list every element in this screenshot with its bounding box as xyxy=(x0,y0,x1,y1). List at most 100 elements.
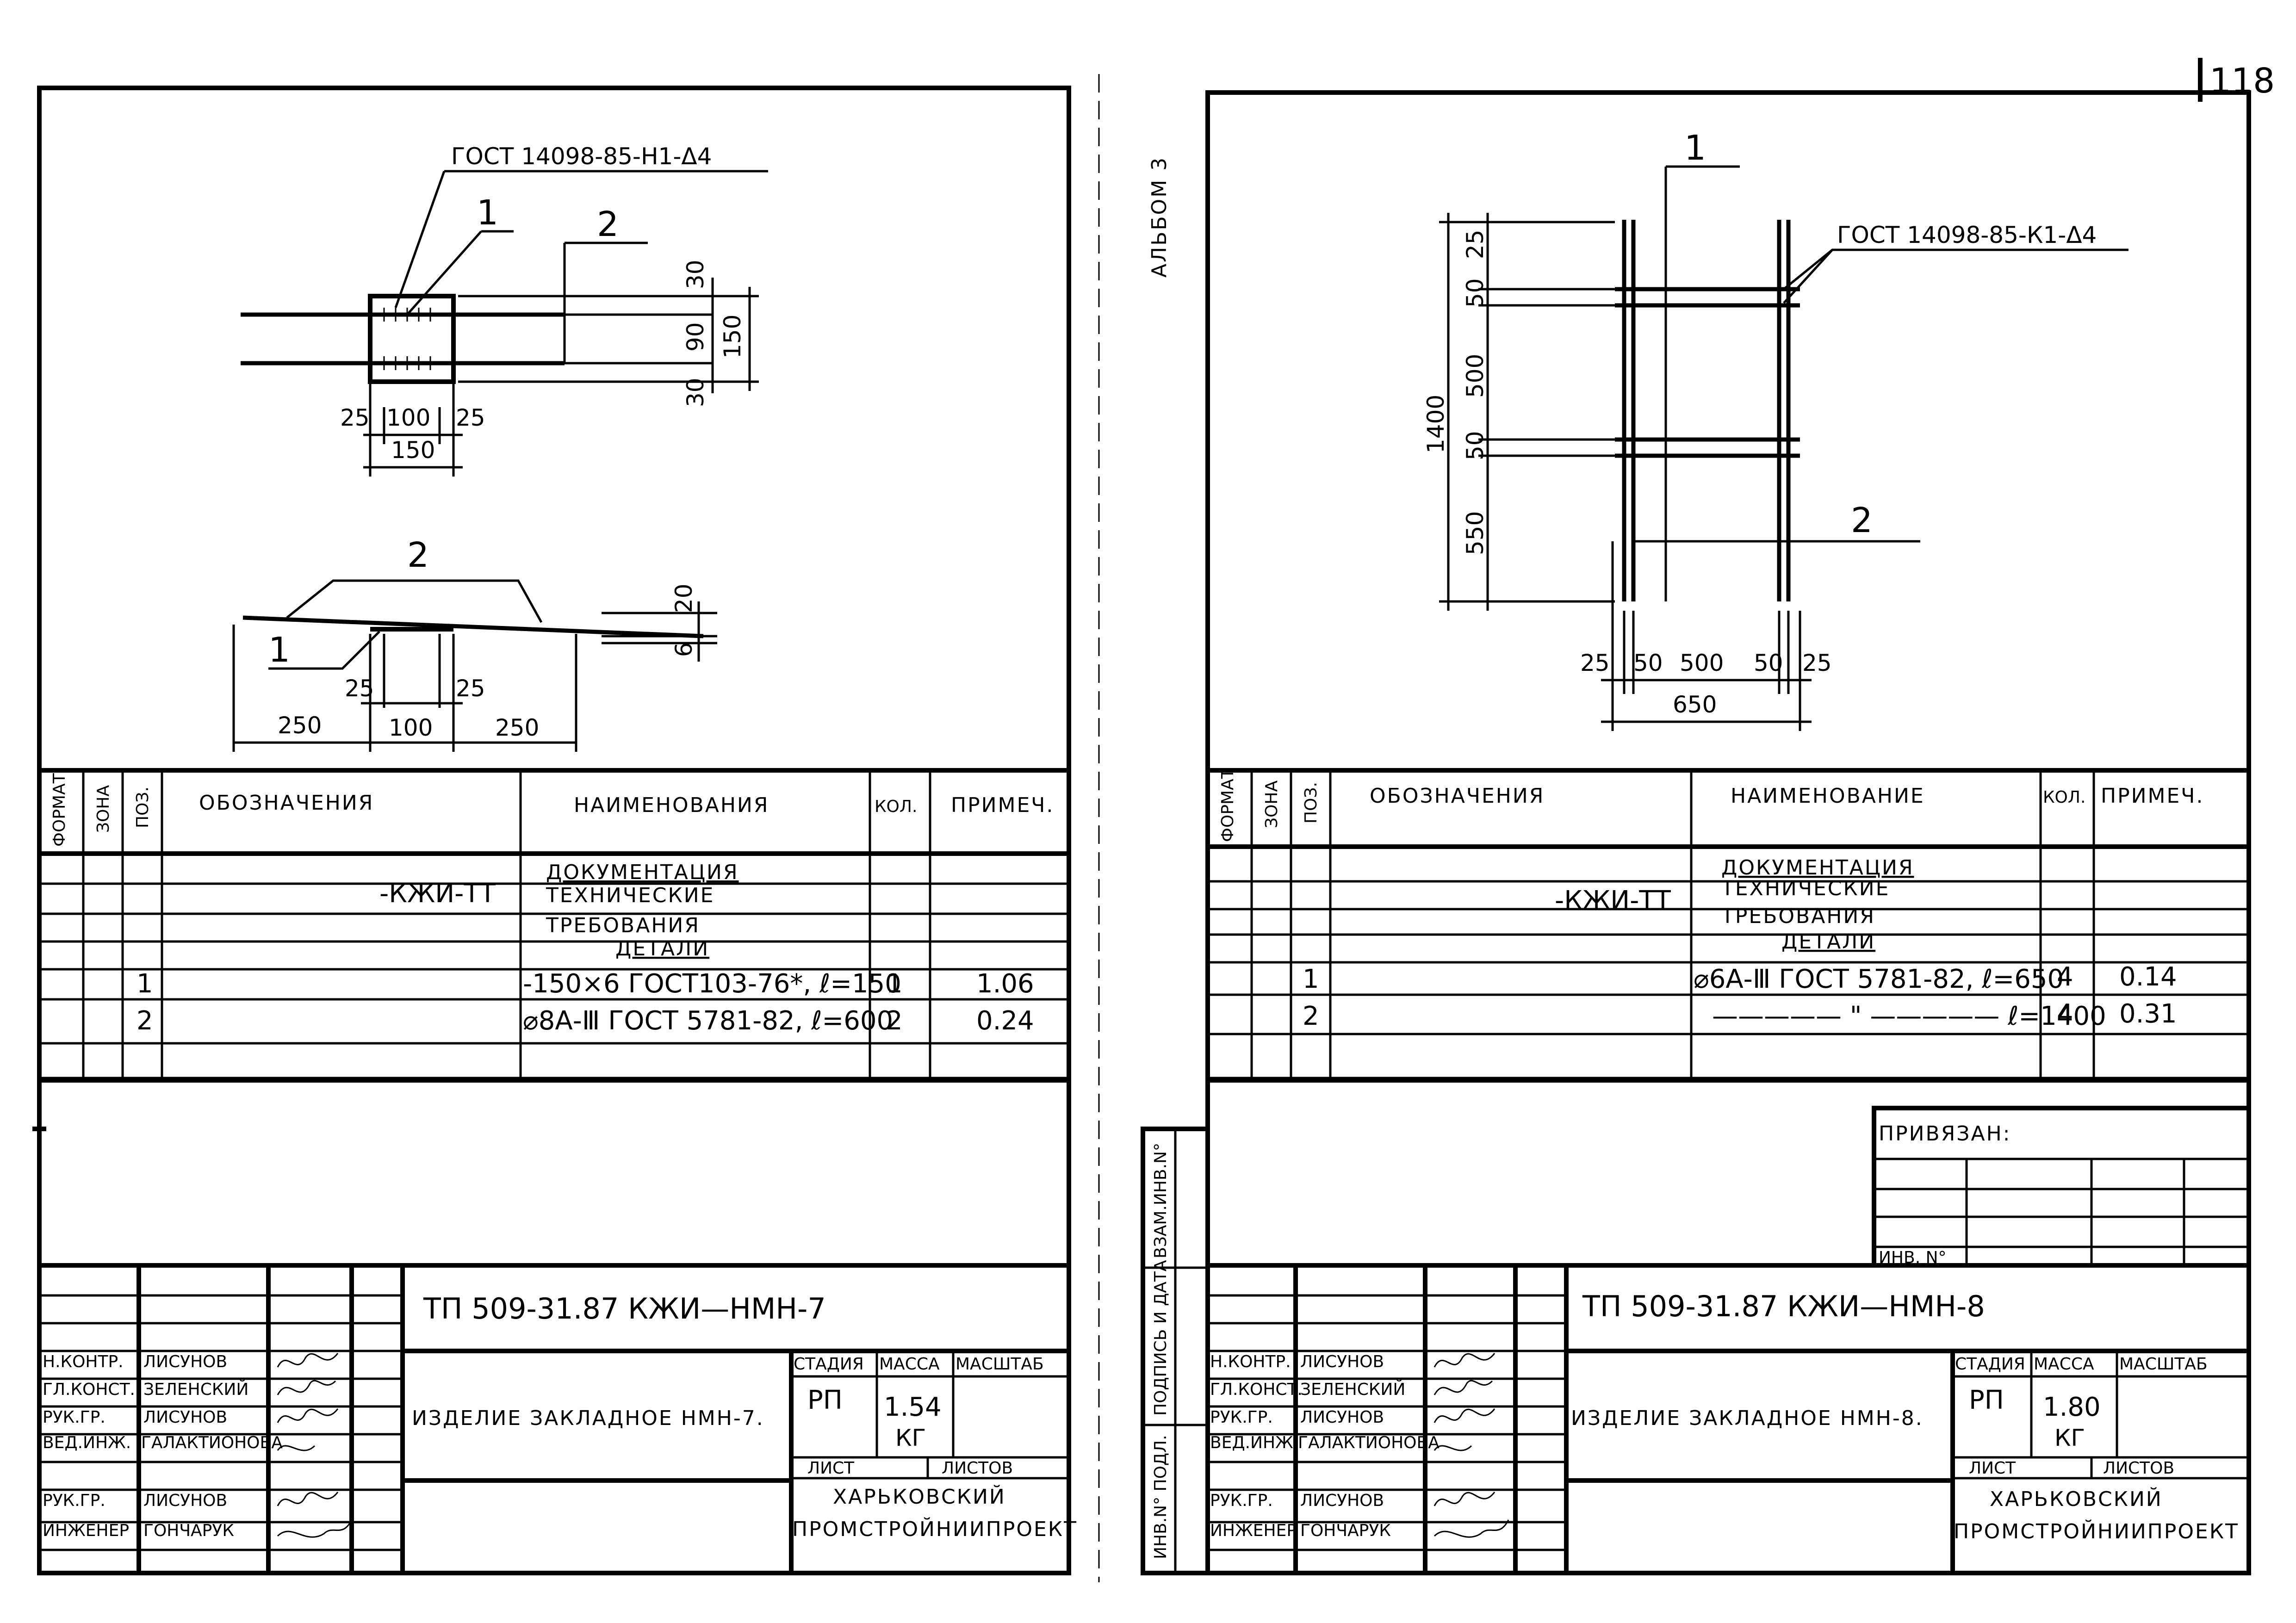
elev-pos2-leader xyxy=(286,579,543,623)
spec-col-lines xyxy=(82,770,931,1078)
hdr-zone-r: ЗОНА xyxy=(1262,781,1281,828)
hdr-note: ПРИМЕЧ. xyxy=(951,793,1054,817)
right-sheet: ВЗАМ.ИНВ.N° ПОДПИСЬ И ДАТА ИНВ.N° ПОДЛ. … xyxy=(1141,90,2251,1575)
tb-stage-grid-r xyxy=(1953,1351,2249,1480)
tb-mass-unit: КГ xyxy=(895,1425,926,1451)
tb-item-name-r: ИЗДЕЛИЕ ЗАКЛАДНОЕ НМН-8. xyxy=(1571,1406,1924,1430)
spec-row-lines xyxy=(39,882,1069,1079)
hdr-note-r: ПРИМЕЧ. xyxy=(2101,784,2204,808)
row2-pos: 2 xyxy=(137,1006,153,1036)
dim-plan-v30b: 30 xyxy=(682,378,709,407)
page-number: 118 xyxy=(2209,61,2275,101)
tb-item-name: ИЗДЕЛИЕ ЗАКЛАДНОЕ НМН-7. xyxy=(412,1406,764,1430)
pos2-label-right: 2 xyxy=(1851,501,1873,540)
row1-name: -150×6 ГОСТ103-76*, ℓ=150 xyxy=(523,969,901,999)
tb-mass-label-r: МАССА xyxy=(2034,1355,2094,1374)
dim-elev-25b: 25 xyxy=(456,675,485,702)
dim-mesh-h25b: 25 xyxy=(1802,650,1832,676)
right-sheet-frame xyxy=(1205,90,2251,1575)
hdr-qty: КОЛ. xyxy=(875,797,917,816)
tb-role-4-r: ВЕД.ИНЖ. xyxy=(1210,1433,1298,1452)
left-plan-view: ГОСТ 14098-85-Н1-Δ4 1 2 25 100 25 150 30… xyxy=(241,143,768,477)
dim-elev-v6: 6 xyxy=(670,642,697,657)
dim-ext-plan xyxy=(369,384,455,477)
pos2-label-elev: 2 xyxy=(407,535,429,575)
weld-leader-right xyxy=(1783,248,2128,290)
tb-org-2-r: ПРОМСТРОЙНИИПРОЕКТ xyxy=(1954,1519,2239,1543)
side-inv: ИНВ.N° ПОДЛ. xyxy=(1151,1435,1170,1559)
left-spec-table: ФОРМАТ ЗОНА ПОЗ. ОБОЗНАЧЕНИЯ НАИМЕНОВАНИ… xyxy=(39,768,1069,1079)
hdr-name-r: НАИМЕНОВАНИЕ xyxy=(1731,784,1925,808)
tb-org-1: ХАРЬКОВСКИЙ xyxy=(833,1484,1006,1509)
row1-pos-r: 1 xyxy=(1303,964,1319,994)
tb-stage-label-r: СТАДИЯ xyxy=(1955,1355,2025,1374)
left-title-block: ТП 509-31.87 КЖИ—НМН-7 Н.КОНТР. ГЛ.КОНСТ… xyxy=(39,1263,1078,1573)
dim-ext-plan-v xyxy=(458,295,759,383)
tb-scale-label: МАСШТАБ xyxy=(956,1355,1044,1374)
tb-name-4-r: ГАЛАКТИОНОВА xyxy=(1298,1433,1440,1452)
tb-name-2-r: ЗЕЛЕНСКИЙ xyxy=(1300,1380,1405,1399)
tb-code: ТП 509-31.87 КЖИ—НМН-7 xyxy=(423,1292,826,1326)
dim-plan-100: 100 xyxy=(386,404,430,431)
pos1-label-right: 1 xyxy=(1684,128,1706,168)
dim-mesh-v50b: 50 xyxy=(1462,431,1489,460)
left-sheet: ГОСТ 14098-85-Н1-Δ4 1 2 25 100 25 150 30… xyxy=(32,86,1078,1575)
hdr-pos: ПОЗ. xyxy=(133,787,152,828)
left-elevation-view: 2 1 250 25 100 25 250 20 6 xyxy=(232,535,717,752)
right-spec-table: ФОРМАТ ЗОНА ПОЗ. ОБОЗНАЧЕНИЯ НАИМЕНОВАНИ… xyxy=(1208,768,2249,1079)
tb-stage-r: РП xyxy=(1969,1385,2004,1415)
dim-plan-25b: 25 xyxy=(456,404,485,431)
doc-code-r: -КЖИ-ТТ xyxy=(1555,886,1671,916)
tb-role-6-r: ИНЖЕНЕР xyxy=(1210,1521,1297,1540)
row2-name: ⌀8А-Ⅲ ГОСТ 5781-82, ℓ=600 xyxy=(523,1006,893,1036)
doc-name-2: ТРЕБОВАНИЯ xyxy=(546,914,700,937)
dim-mesh-h500: 500 xyxy=(1680,650,1724,676)
section-documentation-r: ДОКУМЕНТАЦИЯ xyxy=(1721,856,1914,880)
binding-stamp: ПРИВЯЗАН: ИНВ. N° xyxy=(1872,1106,2249,1267)
doc-name-2-r: ТРЕБОВАНИЯ xyxy=(1721,904,1875,928)
hdr-designation: ОБОЗНАЧЕНИЯ xyxy=(199,791,374,815)
dim-elev-100: 100 xyxy=(389,714,433,741)
row2-pos-r: 2 xyxy=(1303,1001,1319,1031)
tb-role-3: РУК.ГР. xyxy=(43,1408,105,1427)
dim-plan-25a: 25 xyxy=(340,404,370,431)
tb-org-2: ПРОМСТРОЙНИИПРОЕКТ xyxy=(792,1517,1078,1541)
pos1-leader xyxy=(406,230,482,316)
row2-qty: 2 xyxy=(886,1006,903,1036)
tb-role-5: РУК.ГР. xyxy=(43,1491,105,1510)
row1-pos: 1 xyxy=(137,969,153,999)
row2-note: 0.24 xyxy=(976,1006,1034,1036)
dim-elev-250b: 250 xyxy=(495,714,539,741)
right-mesh-view: 1 2 ГОСТ 14098-85-К1-Δ4 25 50 500 50 550… xyxy=(1422,128,2128,731)
mesh-v-ext xyxy=(1439,221,1615,603)
tb-name-5: ЛИСУНОВ xyxy=(143,1491,227,1510)
spec-row-lines-r xyxy=(1208,880,2249,1079)
elev-pos1-leader xyxy=(268,631,380,670)
doc-code: -КЖИ-ТТ xyxy=(379,879,496,909)
tb-row-lines-r xyxy=(1208,1294,1566,1551)
tb-mass: 1.54 xyxy=(884,1392,942,1422)
tb-role-4: ВЕД.ИНЖ. xyxy=(43,1433,131,1452)
tb-name-5-r: ЛИСУНОВ xyxy=(1300,1491,1384,1510)
hdr-format-r: ФОРМАТ xyxy=(1218,768,1237,842)
section-documentation: ДОКУМЕНТАЦИЯ xyxy=(546,861,739,884)
tb-col-lines-r xyxy=(1293,1265,1569,1573)
tb-role-1: Н.КОНТР. xyxy=(43,1352,124,1371)
tb-name-3-r: ЛИСУНОВ xyxy=(1300,1408,1384,1427)
tb-role-6: ИНЖЕНЕР xyxy=(43,1521,129,1540)
dim-mesh-v25: 25 xyxy=(1462,229,1489,259)
row1-note-r: 0.14 xyxy=(2119,962,2177,992)
tb-name-4: ГАЛАКТИОНОВА xyxy=(141,1433,283,1452)
tb-sheets-label: ЛИСТОВ xyxy=(942,1459,1013,1478)
dim-elev-250a: 250 xyxy=(278,712,322,739)
dim-plan-150h: 150 xyxy=(391,437,435,464)
tb-signatures-r xyxy=(1433,1353,1509,1538)
row1-name-r: ⌀6А-Ⅲ ГОСТ 5781-82, ℓ=650 xyxy=(1694,964,2064,994)
tb-name-2: ЗЕЛЕНСКИЙ xyxy=(143,1380,248,1399)
dim-mesh-h50b: 50 xyxy=(1754,650,1783,676)
tb-role-2: ГЛ.КОНСТ. xyxy=(43,1380,135,1399)
row2-qty-r: 4 xyxy=(2057,999,2073,1029)
tb-role-2-r: ГЛ.КОНСТ. xyxy=(1210,1380,1303,1399)
weld-marks xyxy=(383,308,431,370)
